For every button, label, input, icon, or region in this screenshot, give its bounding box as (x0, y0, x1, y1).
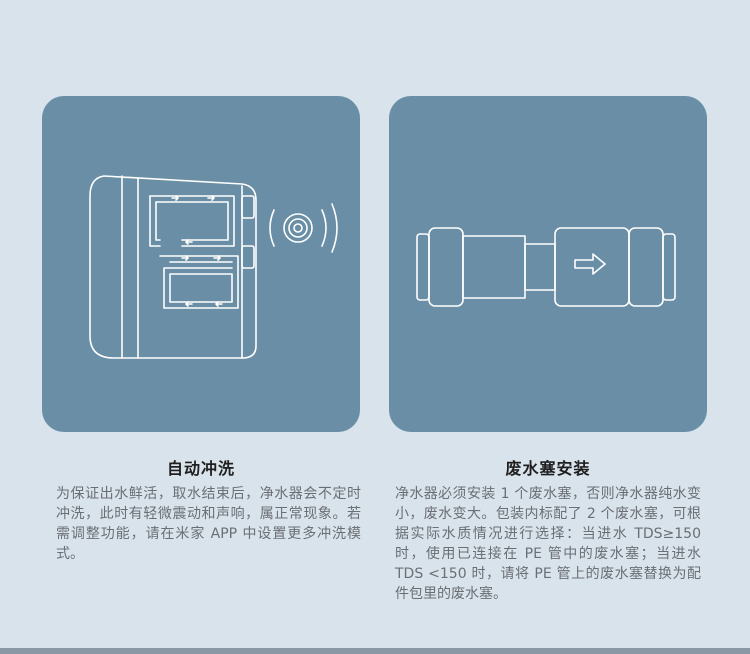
auto-flush-title: 自动冲洗 (166, 459, 235, 478)
auto-flush-illustration-card (42, 96, 360, 432)
purifier-flush-icon (89, 175, 338, 359)
waste-plug-illustration-card (389, 96, 707, 432)
auto-flush-description: 为保证出水鲜活，取水结束后，净水器会不定时冲洗，此时有轻微震动和声响，属正常现象… (56, 486, 361, 562)
waste-plug-title: 废水塞安装 (505, 459, 591, 478)
bottom-divider (0, 648, 750, 654)
waste-water-plug-icon (416, 227, 676, 307)
waste-plug-description: 净水器必须安装 1 个废水塞，否则净水器纯水变小，废水变大。包装内标配了 2 个… (395, 486, 701, 602)
